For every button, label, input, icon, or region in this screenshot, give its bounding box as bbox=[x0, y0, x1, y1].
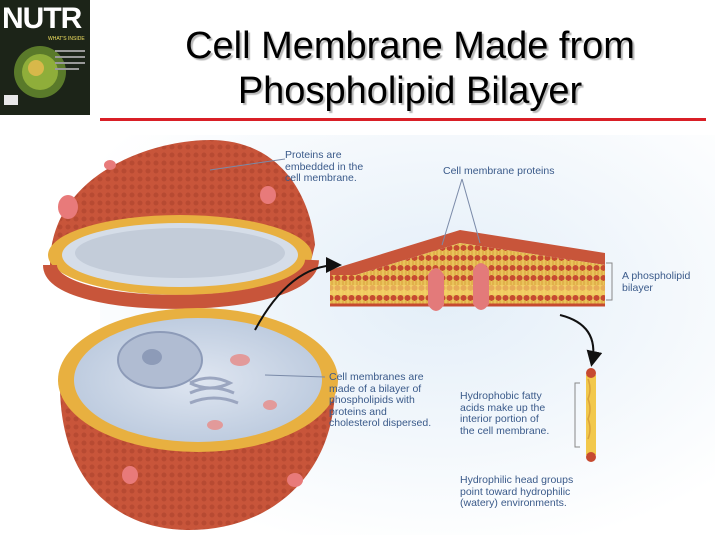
zoom-arrow-2 bbox=[559, 314, 603, 367]
cell-membrane-illustration bbox=[43, 135, 715, 535]
phospholipid-molecule bbox=[574, 368, 596, 462]
label-membrane-proteins: Cell membrane proteins bbox=[443, 165, 555, 177]
label-bilayer-composition: Cell membranes are made of a bilayer of … bbox=[329, 371, 432, 429]
slide-title-line1: Cell Membrane Made from bbox=[185, 25, 635, 67]
title-underline bbox=[100, 118, 706, 121]
zoom-arrow-1 bbox=[254, 257, 342, 331]
cover-art bbox=[4, 46, 85, 105]
cover-subtitle: WHAT'S INSIDE bbox=[48, 36, 85, 42]
cover-logo: NUTR bbox=[2, 2, 82, 35]
slide-title: Cell Membrane Made from Phospholipid Bil… bbox=[110, 24, 710, 114]
label-hydrophobic: Hydrophobic fatty acids make up the inte… bbox=[460, 390, 550, 437]
slide-title-line2: Phospholipid Bilayer bbox=[237, 70, 583, 112]
label-phospholipid-bilayer: A phospholipid bilayer bbox=[622, 270, 691, 294]
membrane-slab bbox=[330, 230, 613, 311]
label-hydrophilic: Hydrophilic head groups point toward hyd… bbox=[460, 474, 574, 509]
book-cover-thumbnail: NUTR WHAT'S INSIDE bbox=[0, 0, 90, 115]
cell-top-half bbox=[43, 140, 319, 309]
cell-bottom-half bbox=[58, 308, 338, 530]
leader-lines bbox=[209, 158, 481, 378]
label-proteins-embedded: Proteins are embedded in the cell membra… bbox=[285, 149, 364, 184]
